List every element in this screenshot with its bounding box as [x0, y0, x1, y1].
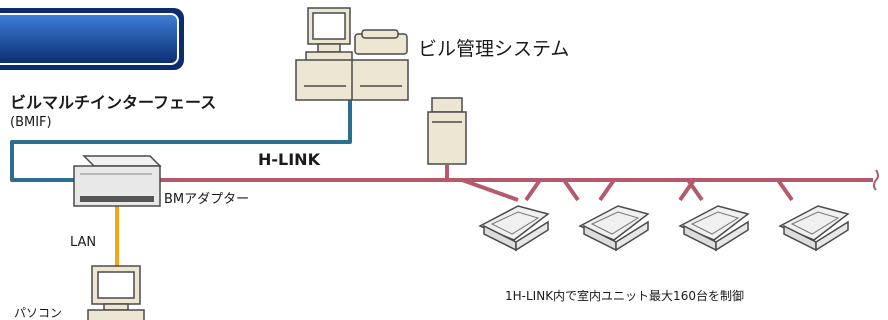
pc-label: パソコン [14, 306, 63, 320]
hlink-label: H-LINK [258, 150, 320, 169]
indoor-unit-3-icon [678, 205, 750, 252]
bm-adapter-icon [73, 155, 162, 207]
indoor-unit-4-icon [778, 205, 850, 252]
lan-label: LAN [70, 235, 97, 250]
indoor-unit-1-icon [478, 205, 550, 252]
bmif-line [10, 100, 352, 182]
capacity-note: 1H-LINK内で室内ユニット最大160台を制御 [505, 289, 744, 303]
bm-adapter-label: BMアダプター [164, 192, 250, 207]
outdoor-unit-icon [427, 97, 467, 165]
hlink-break-icon [873, 169, 879, 191]
indoor-unit-2-icon [578, 205, 650, 252]
workstation-icon [295, 7, 409, 101]
building-management-system-label: ビル管理システム [418, 38, 570, 60]
bmif-label: ビルマルチインターフェース [10, 93, 217, 112]
pc-icon [87, 265, 145, 320]
hlink-line [155, 165, 873, 202]
bmif-abbreviation: (BMIF) [10, 115, 52, 130]
header-banner [0, 8, 184, 70]
